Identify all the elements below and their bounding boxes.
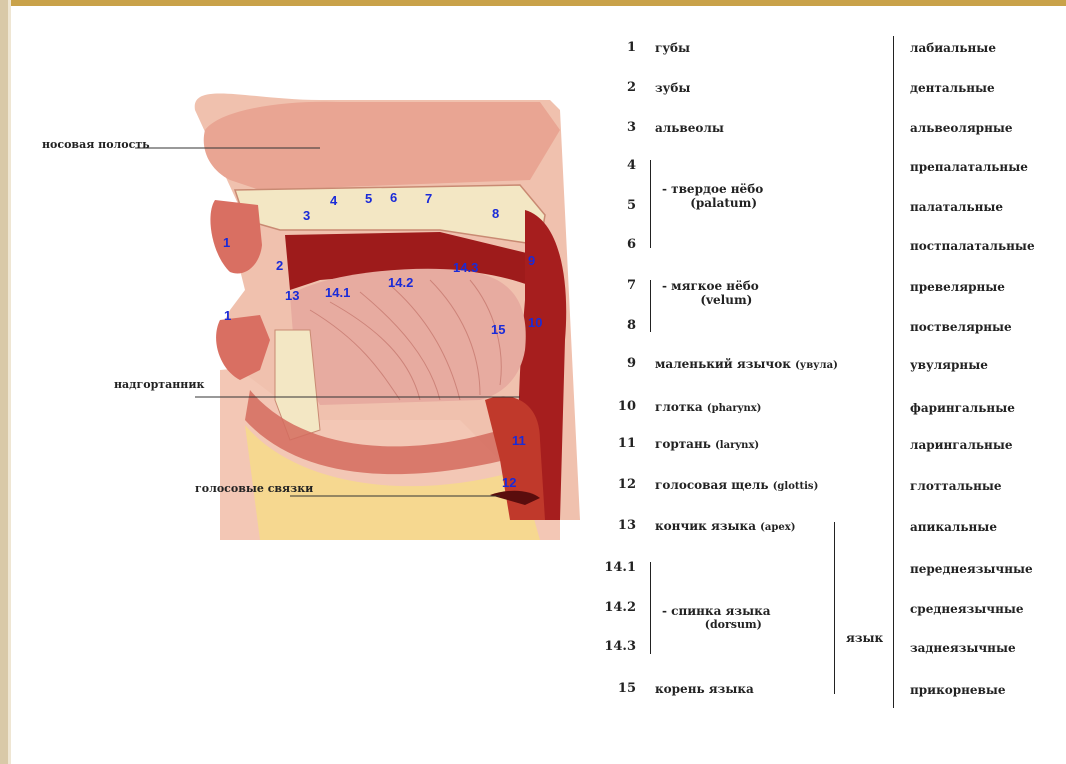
- row-14-1-term: переднеязычные: [910, 562, 1033, 576]
- row-6-term: постпалатальные: [910, 239, 1035, 253]
- marker-5: 5: [365, 191, 372, 206]
- row-1-term: лабиальные: [910, 41, 996, 55]
- marker-3: 3: [303, 208, 310, 223]
- marker-2: 2: [276, 258, 283, 273]
- marker-4: 4: [330, 193, 338, 208]
- row-5-term: палатальные: [910, 200, 1003, 214]
- row-3-name: альвеолы: [655, 121, 724, 135]
- row-15-num: 15: [602, 681, 636, 696]
- row-14-1-num: 14.1: [602, 560, 636, 575]
- row-9-term: увулярные: [910, 358, 988, 372]
- row-12-name: голосовая щель (glottis): [655, 478, 818, 492]
- marker-13: 13: [285, 288, 299, 303]
- label-nasal-cavity: носовая полость: [42, 138, 150, 151]
- row-4-num: 4: [602, 158, 636, 173]
- row-15-term: прикорневые: [910, 683, 1006, 697]
- row-12-term: глоттальные: [910, 479, 1002, 493]
- vocal-tract-diagram: 1 2 3 4 5 6 7 8 9 10 11 12 13 14.1 14.2 …: [20, 40, 600, 540]
- row-2-name: зубы: [655, 81, 690, 95]
- marker-14-1: 14.1: [325, 285, 350, 300]
- row-8-num: 8: [602, 318, 636, 333]
- row-3-term: альвеолярные: [910, 121, 1013, 135]
- row-14-3-term: заднеязычные: [910, 641, 1016, 655]
- marker-12: 12: [502, 475, 516, 490]
- row-14-2-num: 14.2: [602, 600, 636, 615]
- row-2-term: дентальные: [910, 81, 995, 95]
- row-11-term: ларингальные: [910, 438, 1013, 452]
- top-frame: [0, 0, 1066, 6]
- upper-lip: [210, 200, 262, 273]
- row-14-2-term: среднеязычные: [910, 602, 1024, 616]
- marker-9: 9: [528, 253, 535, 268]
- marker-7: 7: [425, 191, 432, 206]
- row-10-name: глотка (pharynx): [655, 400, 761, 414]
- bracket-tongue: [834, 522, 835, 694]
- marker-14-2: 14.2: [388, 275, 413, 290]
- marker-15: 15: [491, 322, 505, 337]
- row-7-term: превелярные: [910, 280, 1005, 294]
- row-10-term: фарингальные: [910, 401, 1015, 415]
- row-14-3-num: 14.3: [602, 639, 636, 654]
- row-12-num: 12: [602, 477, 636, 492]
- bracket-soft-palate: [650, 280, 651, 332]
- row-11-name: гортань (larynx): [655, 437, 759, 451]
- row-3-num: 3: [602, 120, 636, 135]
- row-5-num: 5: [602, 198, 636, 213]
- row-13-term: апикальные: [910, 520, 997, 534]
- bracket-tongue-back: [650, 562, 651, 654]
- row-6-num: 6: [602, 237, 636, 252]
- row-9-num: 9: [602, 356, 636, 371]
- marker-11: 11: [512, 433, 526, 448]
- row-8-term: поствелярные: [910, 320, 1012, 334]
- marker-8: 8: [492, 206, 499, 221]
- row-9-name: маленький язычок (увула): [655, 357, 838, 371]
- row-2-num: 2: [602, 80, 636, 95]
- label-epiglottis: надгортанник: [114, 378, 204, 391]
- row-10-num: 10: [602, 399, 636, 414]
- row-13-name: кончик языка (apex): [655, 519, 795, 533]
- row-13-num: 13: [602, 518, 636, 533]
- label-vocal-cords: голосовые связки: [195, 482, 313, 495]
- marker-1-lower: 1: [224, 308, 231, 323]
- column-divider: [893, 36, 894, 708]
- group-hard-palate: - твердое нёбо (palatum): [662, 182, 763, 210]
- row-11-num: 11: [602, 436, 636, 451]
- marker-6: 6: [390, 190, 397, 205]
- row-1-name: губы: [655, 41, 690, 55]
- left-frame-inner: [8, 0, 11, 764]
- marker-14-3: 14.3: [453, 260, 478, 275]
- row-4-term: препалатальные: [910, 160, 1028, 174]
- group-soft-palate: - мягкое нёбо (velum): [662, 279, 759, 307]
- marker-1-upper: 1: [223, 235, 230, 250]
- marker-10: 10: [528, 315, 542, 330]
- row-1-num: 1: [602, 40, 636, 55]
- group-tongue: язык: [846, 631, 883, 645]
- bracket-hard-palate: [650, 160, 651, 248]
- row-7-num: 7: [602, 278, 636, 293]
- nasal-cavity: [204, 102, 560, 190]
- left-frame: [0, 0, 8, 764]
- group-tongue-back: - спинка языка (dorsum): [662, 604, 771, 631]
- row-15-name: корень языка: [655, 682, 754, 696]
